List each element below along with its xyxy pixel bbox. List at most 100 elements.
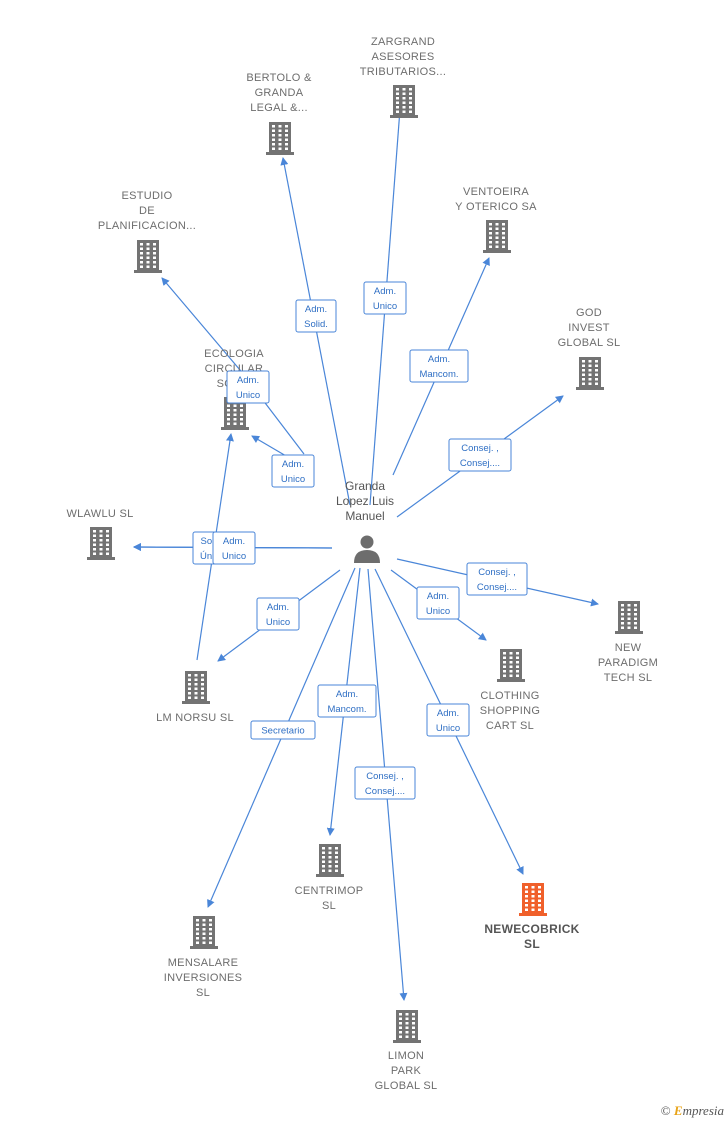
company-label: Y OTERICO SA [455, 201, 537, 213]
edge-label[interactable]: Adm. Unico [226, 370, 270, 404]
edge-label-box [226, 370, 270, 404]
edge-label[interactable]: Adm. Unico [212, 531, 256, 565]
company-label: ECOLOGIA [204, 348, 264, 360]
company-label: NEW [615, 642, 642, 654]
edge-label-text: Adm. [223, 536, 245, 547]
building-icon [390, 85, 418, 118]
edge-label-text: Unico [281, 474, 305, 485]
edge-label-box [448, 438, 512, 472]
building-icon [134, 240, 162, 273]
building-icon [221, 397, 249, 430]
edge-label-text: Adm. [237, 375, 259, 386]
building-icon [519, 883, 547, 916]
edge-label[interactable]: Consej. , Consej.... [448, 438, 512, 472]
company-node-wlawlu[interactable]: WLAWLU SL [66, 508, 133, 560]
company-label: ASESORES [372, 51, 435, 63]
company-label: ZARGRAND [371, 36, 435, 48]
edge-label[interactable]: Consej. ,Consej.... [466, 562, 528, 596]
edge-label-text: Unico [373, 301, 397, 312]
company-label: GLOBAL SL [375, 1080, 438, 1092]
edge-label-text: Adm. [427, 591, 449, 602]
edge-label-box [466, 562, 528, 596]
edge-label-box [295, 299, 337, 333]
company-label: BERTOLO & [246, 72, 312, 84]
edge-label-box [256, 597, 300, 631]
edge-label-box [250, 720, 316, 740]
company-node-clothing[interactable]: CLOTHING SHOPPING CART SL [480, 649, 540, 732]
company-label: CART SL [486, 720, 534, 732]
edge-label[interactable]: Adm.Unico [271, 454, 315, 488]
company-label: CENTRIMOP [295, 885, 364, 897]
edge-label-text: Unico [236, 390, 260, 401]
building-icon [266, 122, 294, 155]
company-label: VENTOEIRA [463, 186, 529, 198]
building-icon [316, 844, 344, 877]
company-label: TECH SL [604, 672, 653, 684]
edge-label-text: Consej.... [477, 582, 517, 593]
edge-label-text: Unico [426, 606, 450, 617]
building-icon [393, 1010, 421, 1043]
edge-label-text: Unico [222, 551, 246, 562]
edge-label-text: Consej.... [460, 458, 500, 469]
company-label: GOD [576, 307, 602, 319]
building-icon [87, 527, 115, 560]
footer-credit: © Empresia [661, 1103, 724, 1119]
company-node-bertolo[interactable]: BERTOLO & GRANDA LEGAL &... [246, 72, 312, 155]
edge-label-text: Adm. [267, 602, 289, 613]
edge-label[interactable]: Adm.Unico [363, 281, 407, 315]
company-label: CLOTHING [480, 690, 539, 702]
company-label: TRIBUTARIOS... [360, 66, 447, 78]
person-name-label: Lopez Luis [336, 494, 394, 508]
edge-label[interactable]: Adm.Mancom. [409, 349, 469, 383]
company-node-lmnorsu[interactable]: LM NORSU SL [156, 671, 234, 724]
company-label: LIMON [388, 1050, 424, 1062]
edge-label-text: Mancom. [419, 369, 458, 380]
company-node-newparadigm[interactable]: NEW PARADIGM TECH SL [598, 601, 658, 684]
edge-label[interactable]: Adm. Mancom. [317, 684, 377, 718]
edge-label-box [212, 531, 256, 565]
edge-label-box [317, 684, 377, 718]
building-icon [497, 649, 525, 682]
company-node-ventoeira[interactable]: VENTOEIRA Y OTERICO SA [455, 186, 537, 253]
brand-logo-initial: E [673, 1103, 683, 1118]
edge-label[interactable]: Adm. Unico [426, 703, 470, 737]
edge-label-text: Mancom. [327, 704, 366, 715]
edge-label[interactable]: Consej. ,Consej.... [354, 766, 416, 800]
building-icon [576, 357, 604, 390]
company-node-zargrand[interactable]: ZARGRAND ASESORES TRIBUTARIOS... [360, 36, 447, 118]
building-icon [615, 601, 643, 634]
edge-label-text: Unico [266, 617, 290, 628]
edge-label[interactable]: Adm. Solid. [295, 299, 337, 333]
edge-label-text: Consej. , [461, 443, 499, 454]
edge-label-text: Solid. [304, 319, 328, 330]
edge-label-text: Adm. [336, 689, 358, 700]
company-node-estudio[interactable]: ESTUDIODEPLANIFICACION... [98, 190, 196, 273]
edge-label-text: Ún... [200, 551, 220, 562]
edge-label[interactable]: Adm. Unico [256, 597, 300, 631]
person-name-label: Manuel [345, 509, 384, 523]
company-label: GRANDA [255, 87, 304, 99]
edge-label-box [416, 586, 460, 620]
edge-line [161, 277, 305, 455]
edge-label[interactable]: Adm. Unico [416, 586, 460, 620]
company-label: SL [196, 987, 210, 999]
company-label: SHOPPING [480, 705, 540, 717]
edge-label[interactable]: Secretario [250, 720, 316, 740]
company-label: LEGAL &... [250, 102, 308, 114]
edge-label-text: Unico [436, 723, 460, 734]
edge-label-box [409, 349, 469, 383]
company-label: MENSALARE [168, 957, 239, 969]
company-label: GLOBAL SL [558, 337, 621, 349]
company-label: DE [139, 205, 155, 217]
company-label: PARADIGM [598, 657, 658, 669]
company-label: ESTUDIO [122, 190, 173, 202]
edge-label-text: Adm. [305, 304, 327, 315]
edge-label-text: Adm. [437, 708, 459, 719]
